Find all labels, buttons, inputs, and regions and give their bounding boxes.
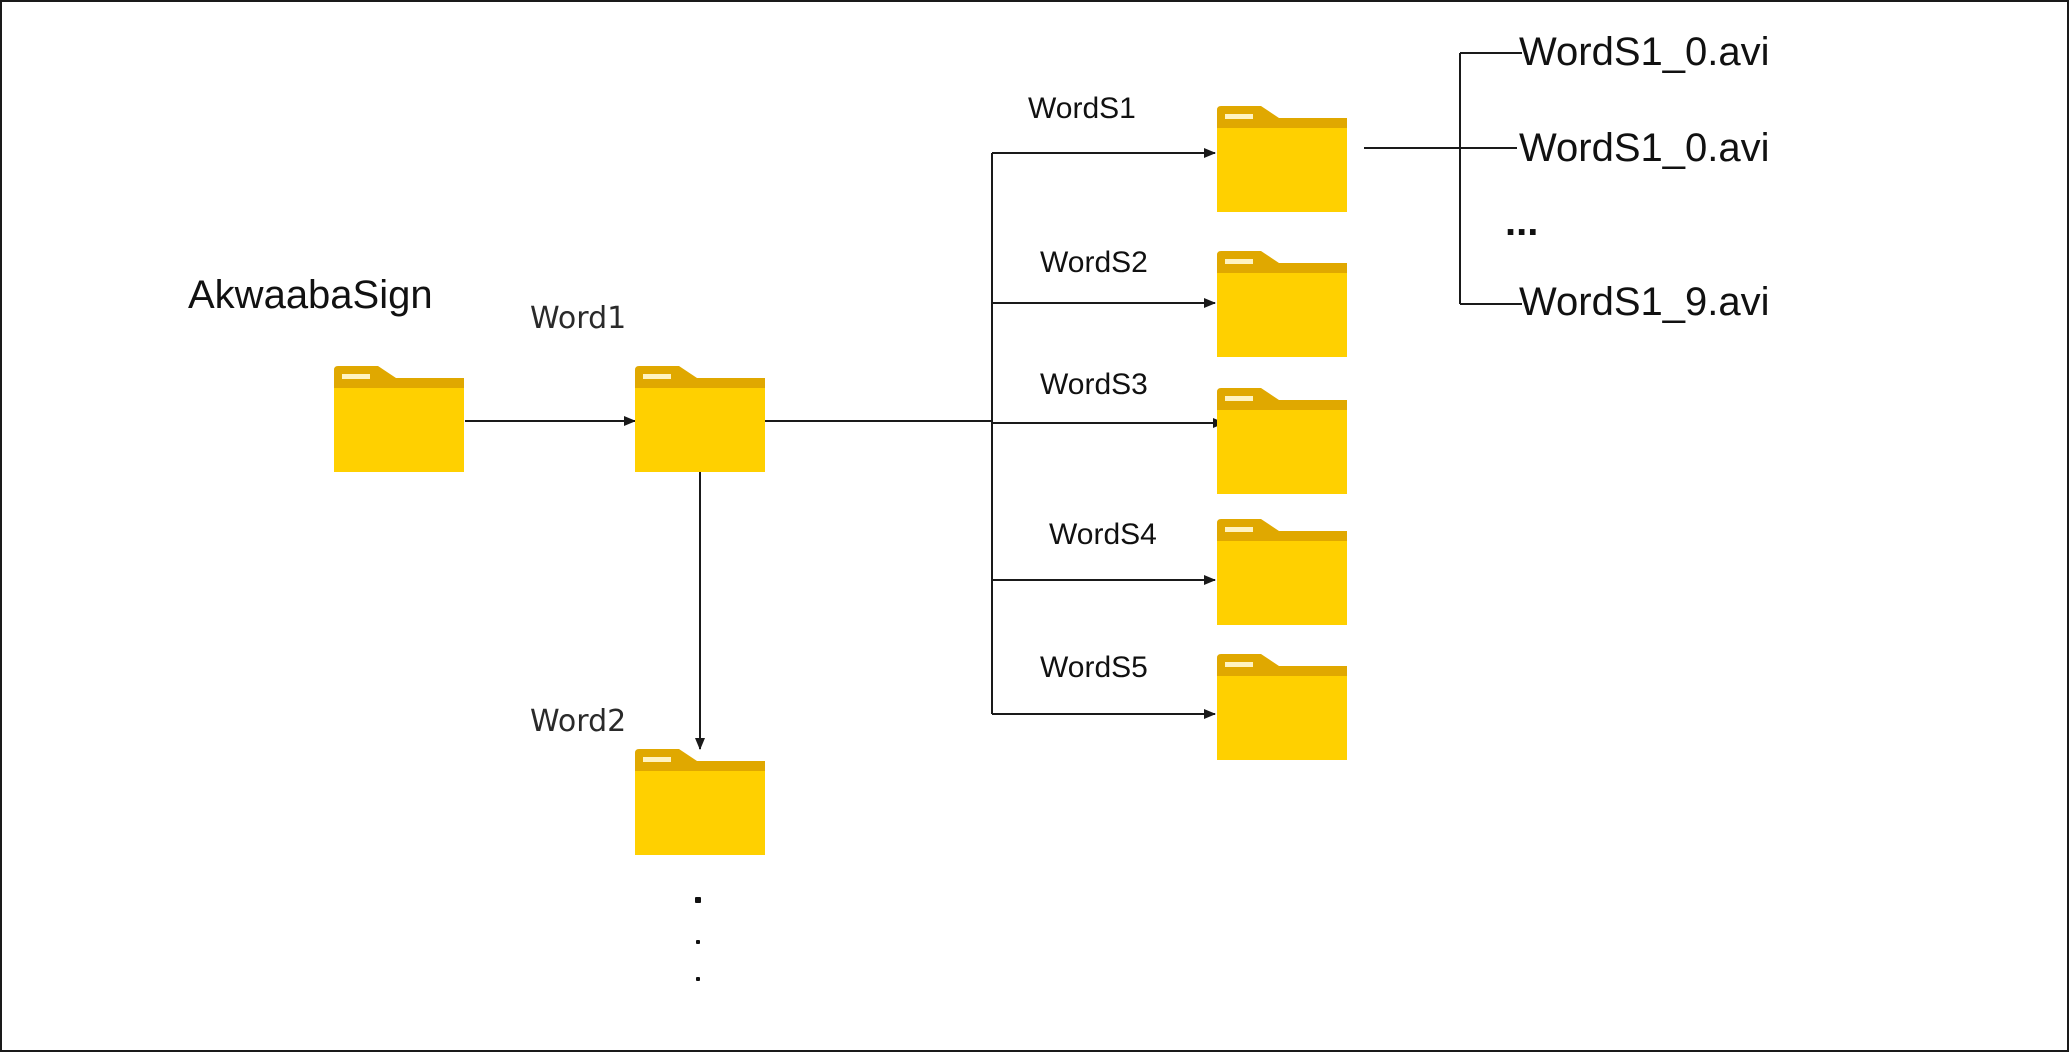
words1-folder-label: WordS1 xyxy=(1028,92,1136,125)
word1-folder-label: Word1 xyxy=(530,301,627,336)
continuation-dot xyxy=(696,940,700,944)
file-label: WordS1_0.avi xyxy=(1519,30,1770,74)
folder-icon xyxy=(635,366,765,472)
continuation-dot xyxy=(695,897,701,903)
words4-folder-label: WordS4 xyxy=(1049,518,1157,551)
folder-icon xyxy=(1217,654,1347,760)
root-folder-label: AkwaabaSign xyxy=(188,273,433,317)
folder-icon xyxy=(1217,251,1347,357)
file-ellipsis: ... xyxy=(1505,200,1539,244)
file-label: WordS1_9.avi xyxy=(1519,280,1770,324)
words3-folder-label: WordS3 xyxy=(1040,368,1148,401)
folder-icon xyxy=(1217,106,1347,212)
file-label: WordS1_0.avi xyxy=(1519,126,1770,170)
words5-folder-label: WordS5 xyxy=(1040,651,1148,684)
folder-icon xyxy=(1217,519,1347,625)
folder-icon xyxy=(635,749,765,855)
folder-icon xyxy=(1217,388,1347,494)
word2-folder-label: Word2 xyxy=(530,704,627,739)
words2-folder-label: WordS2 xyxy=(1040,246,1148,279)
continuation-dot xyxy=(696,977,700,981)
folder-icon xyxy=(334,366,464,472)
